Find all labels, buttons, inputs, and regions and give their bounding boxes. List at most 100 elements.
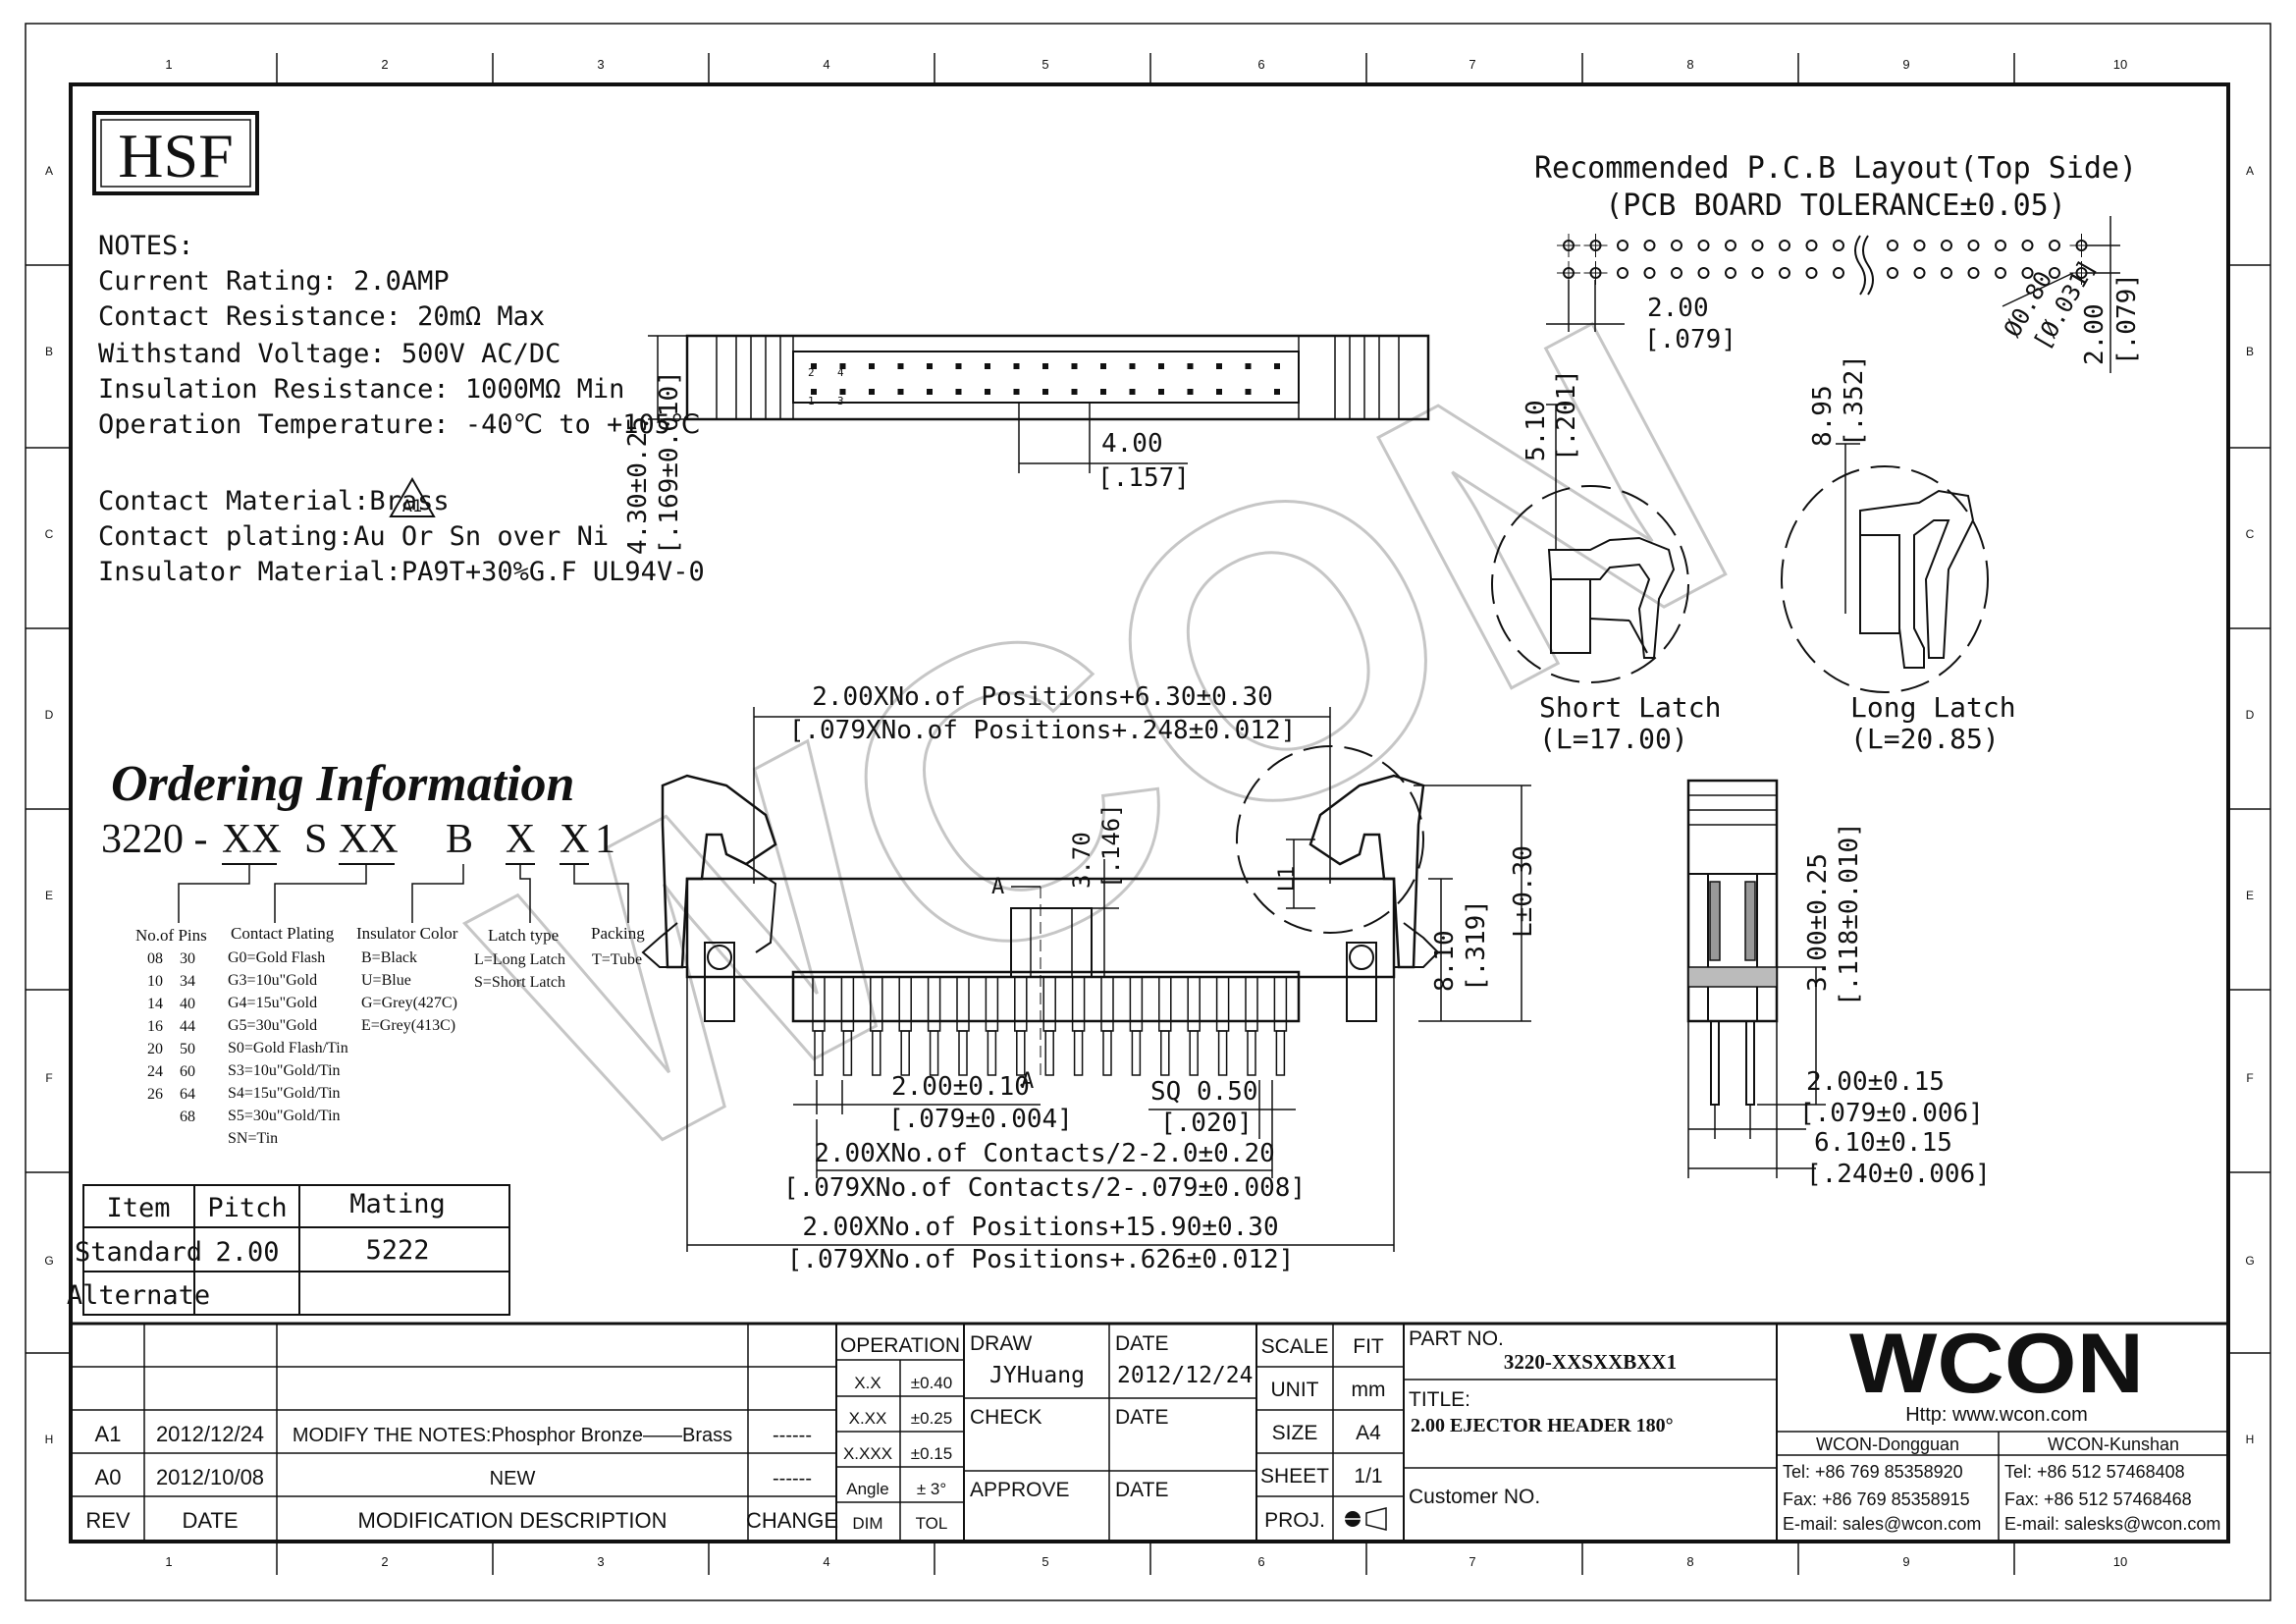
front-pin-shoulder (1273, 976, 1288, 1032)
pcb-hole (1913, 267, 1926, 279)
unit-value: mm (1352, 1379, 1386, 1401)
row-label: B (45, 345, 53, 358)
plating-option: G3=10u"Gold (228, 972, 317, 989)
pcb-row-mm: 2.00 (2080, 303, 2109, 365)
rev-a0-date: 2012/10/08 (156, 1465, 264, 1489)
front-pin-shoulder (1215, 976, 1230, 1032)
top-pin (1158, 363, 1164, 369)
front-pin-shoulder (1245, 976, 1258, 1032)
rev-a0-change: ------ (773, 1468, 812, 1489)
column-label: 2 (381, 1554, 388, 1569)
top-pin (927, 389, 933, 395)
rev-header: REV (85, 1508, 131, 1533)
column-label: 10 (2113, 1554, 2127, 1569)
sheet-label: SHEET (1260, 1465, 1329, 1488)
row-spacing-in: [.079±0.006] (1799, 1099, 1984, 1128)
row-label: C (2246, 527, 2255, 541)
short-latch-length: (L=17.00) (1539, 723, 1688, 755)
approve-label: APPROVE (970, 1479, 1070, 1501)
top-height-in: [.169±0.010] (655, 370, 684, 555)
top-pin (1100, 389, 1106, 395)
tolerance-type: Angle (846, 1480, 888, 1498)
front-top-dim-in: [.079XNo.of Positions+.248±0.012] (789, 716, 1297, 745)
title-block: A1 2012/12/24 MODIFY THE NOTES:Phosphor … (71, 1317, 2228, 1542)
mating-cell-mating: 5222 (365, 1235, 429, 1266)
mating-header-item: Item (106, 1193, 170, 1223)
pins-option: 26 (147, 1086, 163, 1103)
long-latch-length: (L=20.85) (1850, 723, 2000, 755)
front-pin-tail (872, 1030, 881, 1076)
notes-heading: NOTES: (98, 231, 194, 261)
front-pin-tail (1044, 1030, 1054, 1076)
mating-header-mating: Mating (349, 1189, 446, 1219)
column-label: 5 (1041, 57, 1048, 72)
long-latch-dim-in: [.352] (1840, 354, 1869, 447)
front-pin-tail (1247, 1030, 1256, 1076)
pin-height-mm: 3.70 (1068, 832, 1095, 889)
pins-option: 16 (147, 1018, 163, 1035)
pins-option: 14 (147, 996, 163, 1012)
pins-option: 08 (147, 950, 163, 967)
key-width-in: [.157] (1097, 463, 1190, 493)
pins-option: 10 (147, 973, 163, 990)
pcb-hole (1887, 267, 1898, 279)
pcb-hole (1725, 267, 1736, 279)
code-part-latch: X (506, 817, 535, 862)
top-pin (1245, 389, 1252, 395)
pins-option: 50 (180, 1041, 195, 1057)
pcb-hole (1671, 267, 1682, 279)
pcb-hole (1643, 267, 1656, 279)
overall-dim-in: [.079XNo.of Positions+.626±0.012] (787, 1245, 1295, 1274)
row-label: E (2246, 889, 2254, 902)
top-pin (811, 389, 817, 395)
front-pin-tail (1016, 1030, 1026, 1076)
pcb-hole (1941, 240, 1952, 251)
kunshan-tel: Tel: +86 512 57468408 (2004, 1462, 2185, 1482)
tolerance-value: ±0.40 (911, 1374, 952, 1392)
short-latch-dim-in: [.201] (1552, 369, 1581, 461)
row-spacing-mm: 2.00±0.15 (1806, 1067, 1945, 1097)
top-pin (1274, 389, 1280, 395)
pins-header: No.of Pins (135, 926, 207, 945)
rev-a1: A1 (95, 1422, 122, 1446)
short-latch-label: Short Latch (1539, 691, 1721, 724)
column-label: 9 (1902, 1554, 1909, 1569)
latch-header: Latch type (488, 926, 559, 945)
date-label-check: DATE (1115, 1406, 1168, 1429)
pcb-layout-title: Recommended P.C.B Layout(Top Side) (1534, 151, 2137, 186)
sq-in: [.020] (1160, 1109, 1253, 1138)
top-pin (1071, 363, 1078, 369)
change-header: CHANGE (746, 1508, 838, 1533)
column-label: 5 (1041, 1554, 1048, 1569)
kunshan-name: WCON-Kunshan (2048, 1435, 2179, 1454)
pin-number-4: 4 (837, 366, 844, 379)
code-part-s: S (304, 817, 327, 862)
note-line: Contact Resistance: 20mΩ Max (98, 301, 545, 332)
pcb-hole (1887, 240, 1898, 251)
plating-option: G0=Gold Flash (228, 949, 325, 966)
date-label-approve: DATE (1115, 1479, 1168, 1501)
check-label: CHECK (970, 1406, 1042, 1429)
top-pin (1071, 389, 1078, 395)
pins-option: 24 (147, 1063, 163, 1080)
packing-option: T=Tube (592, 951, 642, 968)
pcb-hole (1833, 240, 1844, 251)
drawing-title: 2.00 EJECTOR HEADER 180° (1411, 1415, 1674, 1436)
body-height-mm: 8.10 (1430, 930, 1460, 992)
mating-table: Item Pitch Mating Standard 2.00 5222 Alt… (67, 1184, 510, 1316)
column-label: 1 (165, 57, 172, 72)
company-website: Http: www.wcon.com (1905, 1404, 2088, 1426)
scale-value: FIT (1353, 1335, 1384, 1358)
pins-option: 34 (180, 973, 195, 990)
rev-a1-desc: MODIFY THE NOTES:Phosphor Bronze——Brass (293, 1425, 732, 1446)
desc-header: MODIFICATION DESCRIPTION (358, 1508, 667, 1533)
rev-a1-date: 2012/12/24 (156, 1422, 264, 1446)
pin-pitch-in: [.079±0.004] (888, 1105, 1073, 1134)
note-line: Operation Temperature: -40℃ to +105℃ (98, 409, 700, 440)
pcb-hole (1725, 240, 1736, 251)
mating-row-standard: Standard (75, 1237, 202, 1268)
pcb-hole (1779, 267, 1790, 279)
key-width-mm: 4.00 (1101, 429, 1163, 459)
